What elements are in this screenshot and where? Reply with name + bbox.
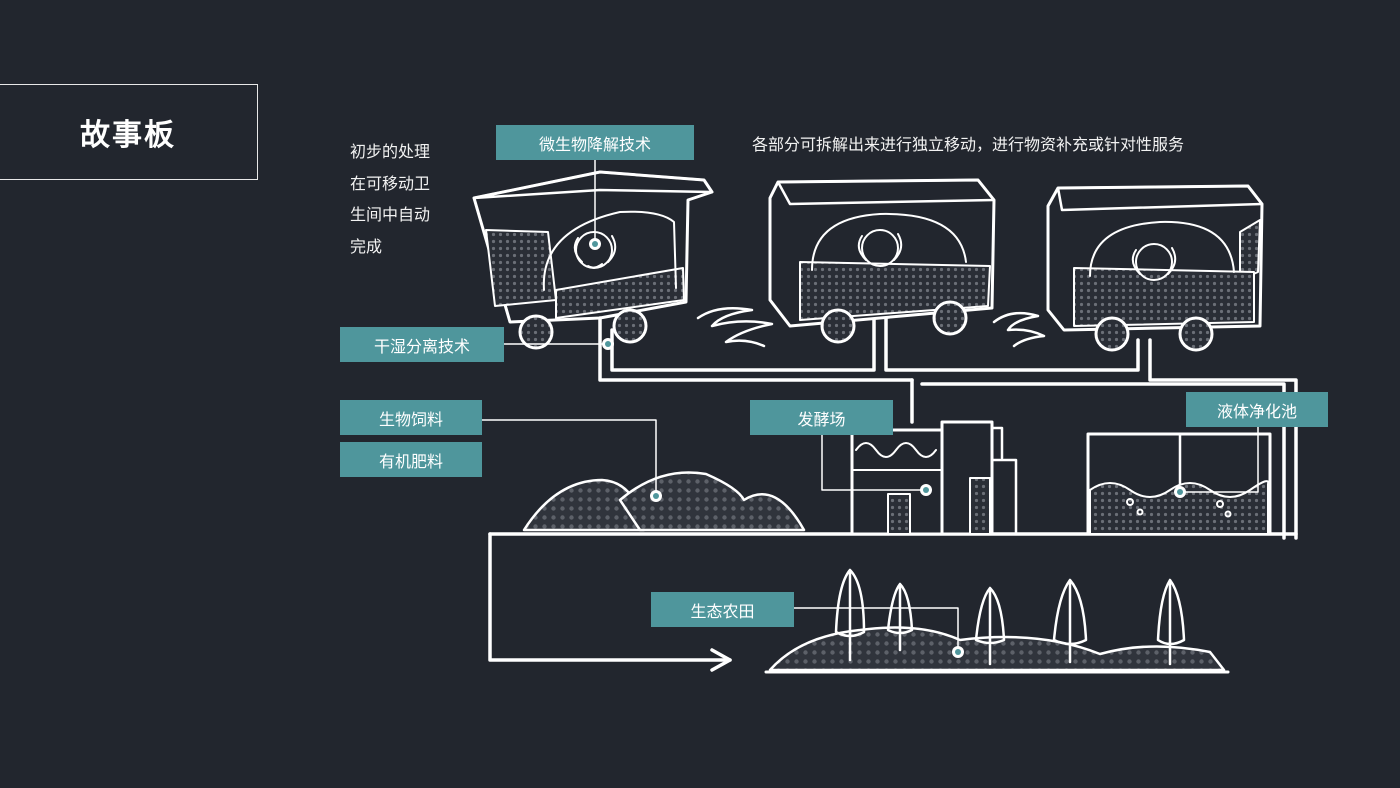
compost-piles [522, 471, 806, 532]
label-organic-fertilizer: 有机肥料 [340, 442, 482, 477]
intro-line: 完成 [350, 236, 383, 256]
motion-swoosh-2 [992, 311, 1046, 348]
label-microbial-degradation: 微生物降解技术 [496, 125, 694, 160]
toilet-cart-2 [768, 178, 996, 344]
toilet-cart-1 [472, 170, 714, 350]
intro-text: 初步的处理 在可移动卫 生间中自动 完成 [350, 136, 460, 262]
intro-line: 生间中自动 [350, 205, 431, 224]
liquid-pool [1086, 432, 1272, 536]
intro-line: 在可移动卫 [350, 173, 431, 193]
label-dry-wet-separation: 干湿分离技术 [340, 327, 504, 362]
label-eco-farm: 生态农田 [651, 592, 794, 627]
leader-lines [481, 159, 1259, 653]
modules-caption: 各部分可拆解出来进行独立移动，进行物资补充或针对性服务 [752, 135, 1185, 154]
page-title: 故事板 [0, 84, 258, 180]
fermentation-facility [850, 420, 1018, 536]
callout-dots [589, 238, 1186, 658]
intro-line: 初步的处理 [350, 142, 431, 161]
eco-farm-field [764, 568, 1230, 674]
label-fermentation: 发酵场 [750, 400, 893, 435]
label-bio-feed: 生物饲料 [340, 400, 482, 435]
toilet-cart-3 [1046, 184, 1264, 352]
label-liquid-pool: 液体净化池 [1186, 392, 1328, 427]
motion-swoosh-1 [696, 307, 774, 348]
